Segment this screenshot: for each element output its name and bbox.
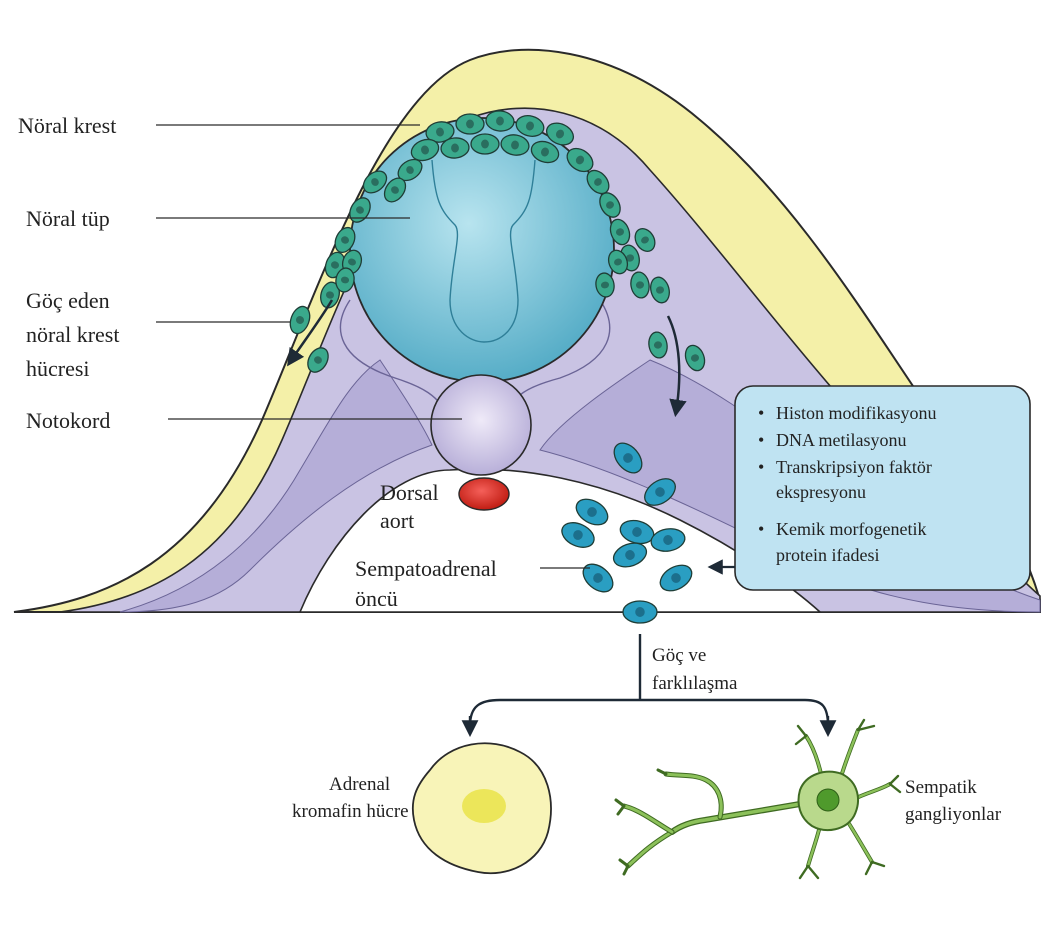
neural-crest-cell	[456, 114, 484, 134]
epigenetic-info-box: • Histon modifikasyonu • DNA metilasyonu…	[735, 386, 1030, 590]
label-sympathetic-line2: gangliyonlar	[905, 804, 1002, 825]
label-sympathoadrenal-line1: Sempatoadrenal	[355, 556, 497, 581]
label-sympathetic-line1: Sempatik	[905, 777, 977, 798]
info-line-4: ekspresyonu	[776, 482, 866, 502]
notochord	[431, 375, 531, 475]
dorsal-aorta	[459, 478, 509, 510]
label-migrating-line3: hücresi	[26, 356, 90, 381]
label-adrenal-line1: Adrenal	[329, 774, 390, 795]
info-line-1: Histon modifikasyonu	[776, 403, 937, 423]
info-bullet-3: •	[758, 457, 764, 477]
label-neural-tube: Nöral tüp	[26, 206, 110, 231]
label-migrating-line1: Göç eden	[26, 288, 110, 313]
sympathoadrenal-cell	[623, 601, 657, 623]
label-adrenal-line2: kromafin hücre	[292, 801, 409, 822]
info-line-6: protein ifadesi	[776, 545, 879, 565]
label-sympathoadrenal-line2: öncü	[355, 586, 398, 611]
label-dorsal-aorta-line1: Dorsal	[380, 480, 439, 505]
info-bullet-1: •	[758, 403, 764, 423]
info-bullet-2: •	[758, 430, 764, 450]
label-notochord: Notokord	[26, 408, 110, 433]
label-dorsal-aorta-line2: aort	[380, 508, 414, 533]
info-line-2: DNA metilasyonu	[776, 430, 907, 450]
info-line-5: Kemik morfogenetik	[776, 519, 926, 539]
neural-crest-cell	[471, 134, 499, 154]
info-bullet-5: •	[758, 519, 764, 539]
label-neural-crest: Nöral krest	[18, 113, 116, 138]
label-migration-line2: farklılaşma	[652, 673, 738, 694]
neuron-nucleus	[817, 789, 839, 811]
info-line-3: Transkripsiyon faktör	[776, 457, 932, 477]
label-migration-line1: Göç ve	[652, 645, 706, 666]
migration-branch	[470, 700, 828, 726]
adrenal-cell-nucleus	[462, 789, 506, 823]
label-migrating-line2: nöral krest	[26, 322, 119, 347]
